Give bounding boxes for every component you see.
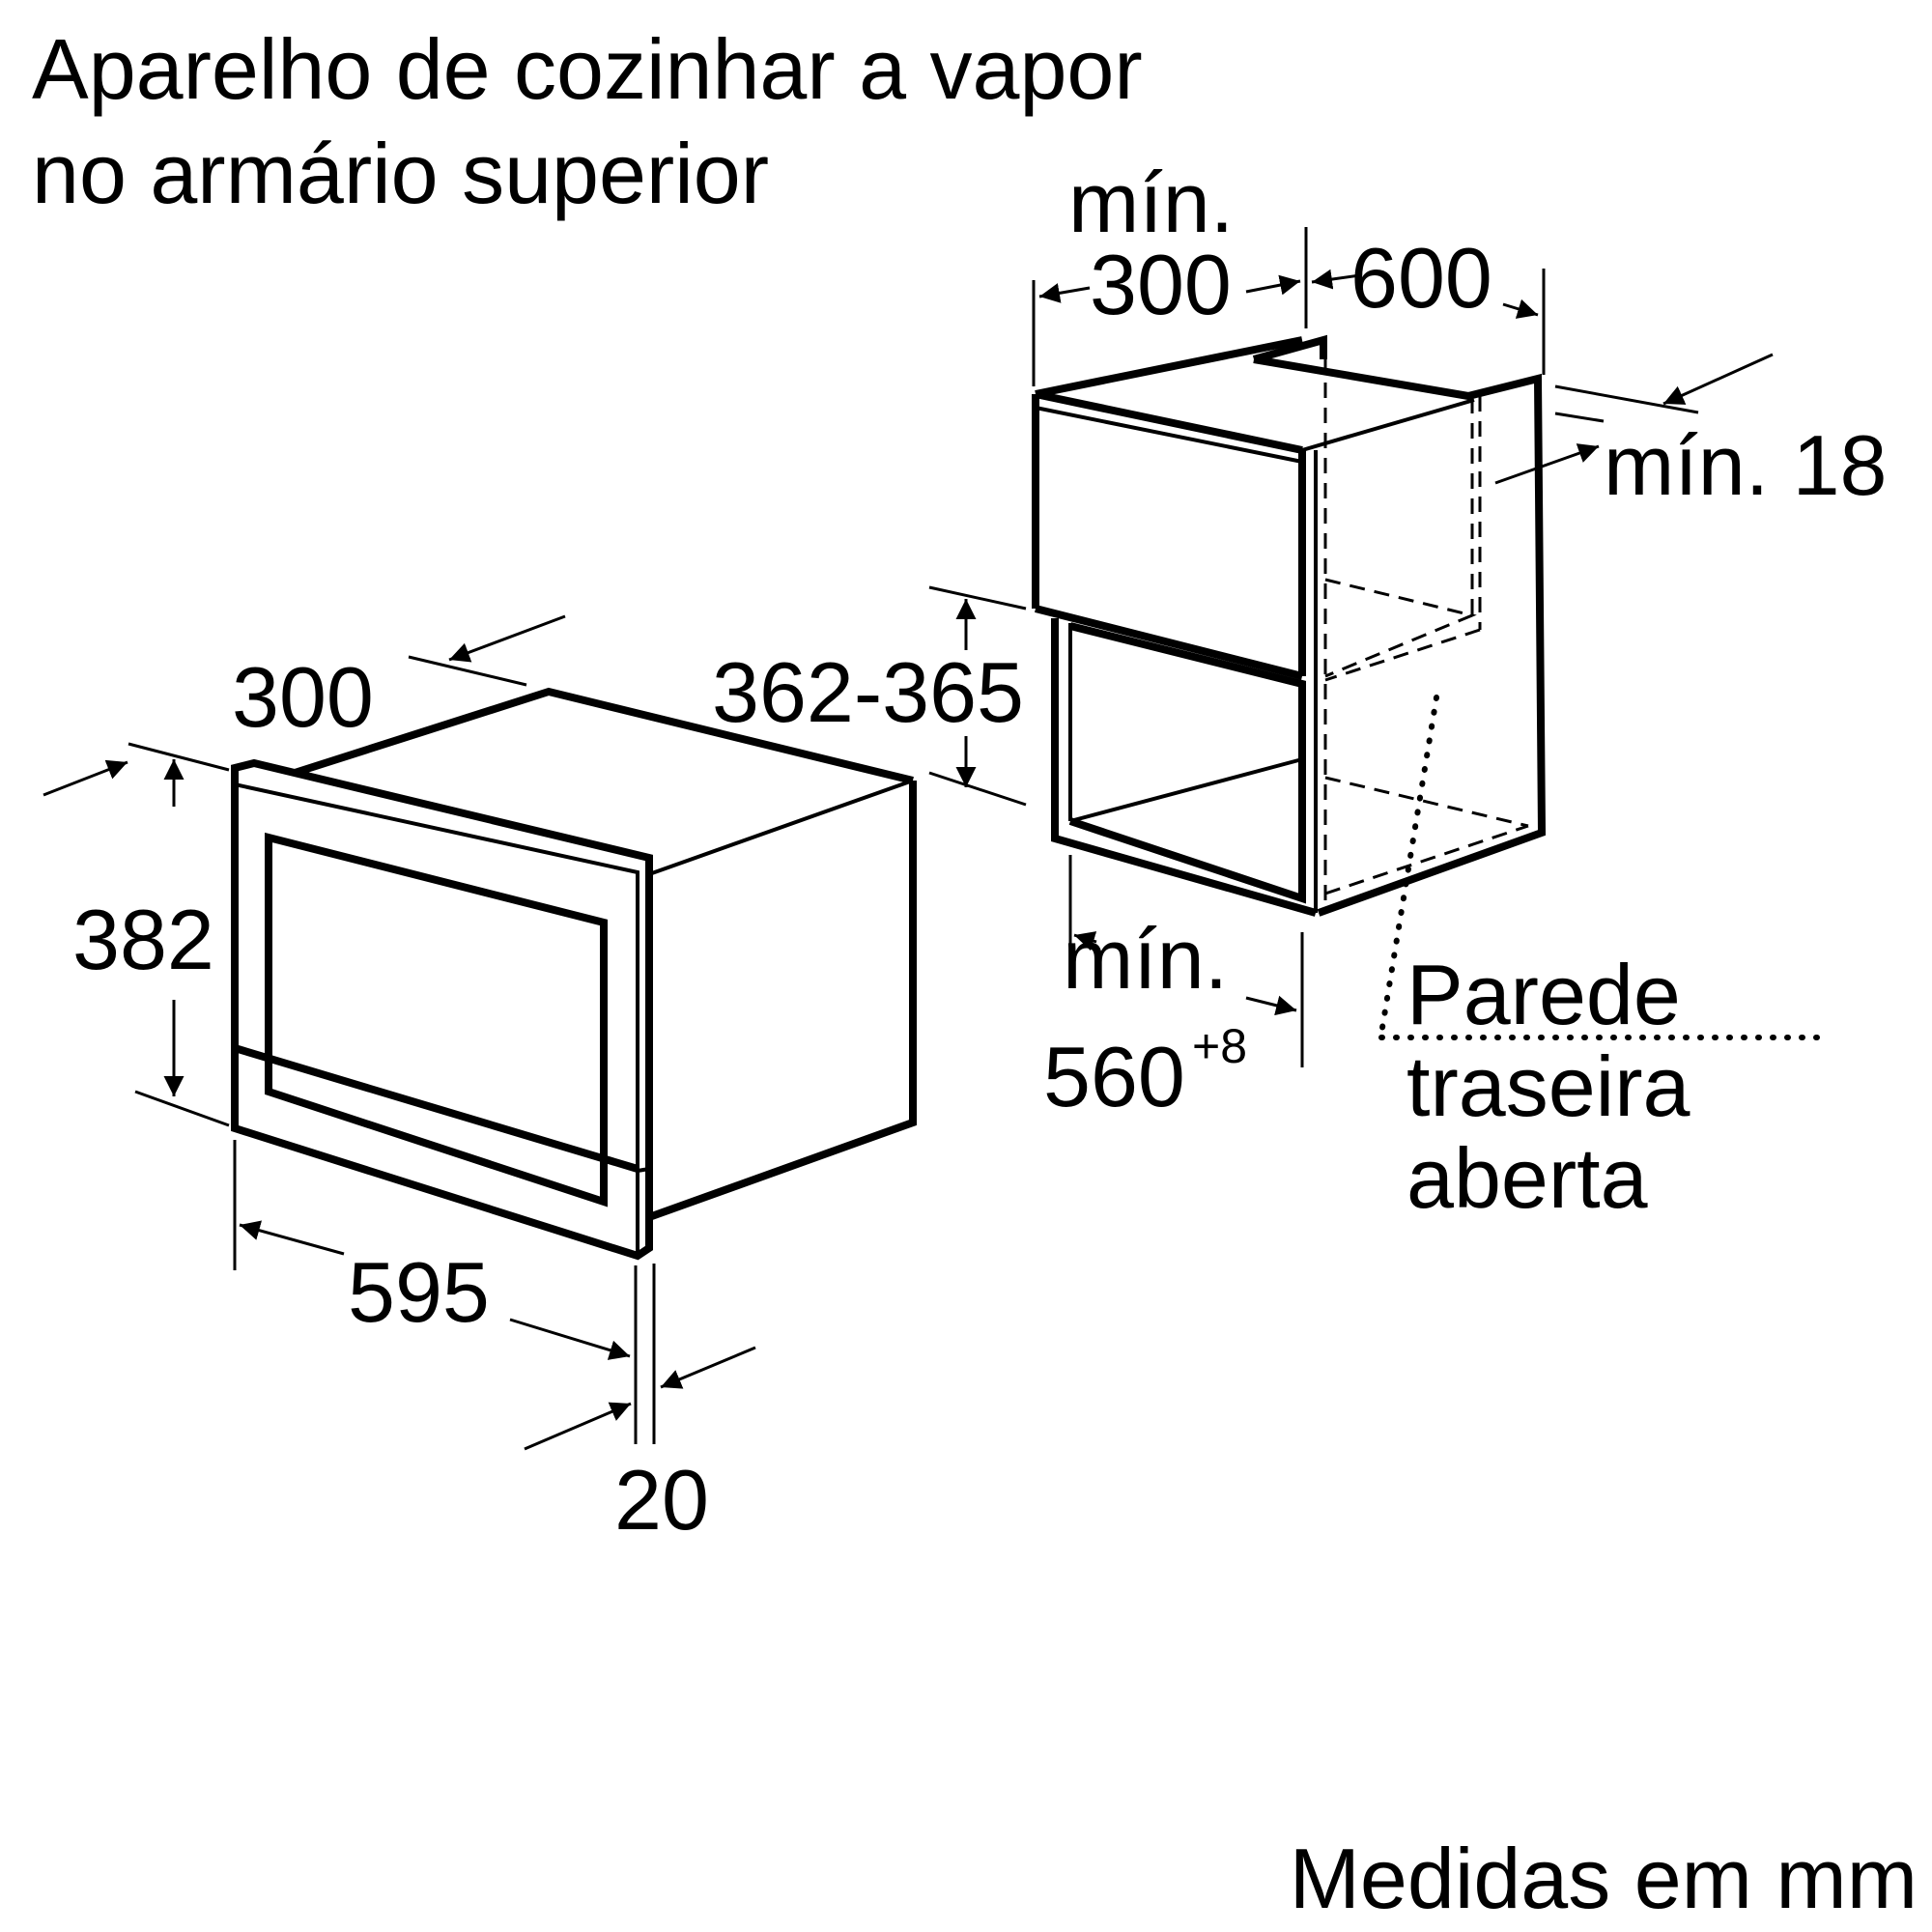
cabinet-depth-label: 600 [1350, 230, 1492, 326]
dim-niche-height: 362-365 [712, 585, 1027, 807]
title-line-2: no armário superior [32, 126, 769, 221]
rear-wall-line-3: aberta [1406, 1130, 1648, 1226]
dim-front-thickness: 20 [524, 1264, 756, 1548]
dim-cabinet-min-depth: mín. 300 [1032, 155, 1308, 386]
dim-appliance-width: 595 [233, 1140, 638, 1444]
appliance-height-label: 382 [72, 892, 214, 987]
appliance-width-label: 595 [348, 1244, 490, 1340]
niche-width-value: 560 [1043, 1029, 1185, 1124]
front-thickness-label: 20 [614, 1452, 709, 1548]
rear-wall-line-1: Parede [1406, 947, 1681, 1042]
units-note: Medidas em mm [1290, 1831, 1918, 1926]
rear-wall-label: Parede traseira aberta [1406, 947, 1690, 1226]
dim-niche-width: mín. 560 +8 [1043, 855, 1304, 1124]
niche-width-min: mín. [1063, 911, 1228, 1007]
appliance-depth-label: 300 [232, 649, 374, 745]
cabinet-drawing [1032, 334, 1833, 1040]
dim-cabinet-depth: 600 [1311, 230, 1546, 375]
cabinet-min-depth-value: 300 [1090, 237, 1232, 332]
rear-wall-line-2: traseira [1406, 1038, 1690, 1134]
dim-appliance-height: 382 [43, 742, 230, 1127]
appliance-drawing [231, 687, 917, 1261]
dim-side-thickness: mín. 18 [1494, 353, 1887, 513]
side-thickness-label: mín. 18 [1604, 417, 1887, 513]
niche-width-tolerance: +8 [1192, 1019, 1247, 1073]
niche-height-label: 362-365 [712, 644, 1024, 740]
cabinet-min-depth-min: mín. [1068, 155, 1234, 250]
dim-appliance-depth: 300 [232, 614, 566, 745]
title-line-1: Aparelho de cozinhar a vapor [32, 21, 1143, 117]
